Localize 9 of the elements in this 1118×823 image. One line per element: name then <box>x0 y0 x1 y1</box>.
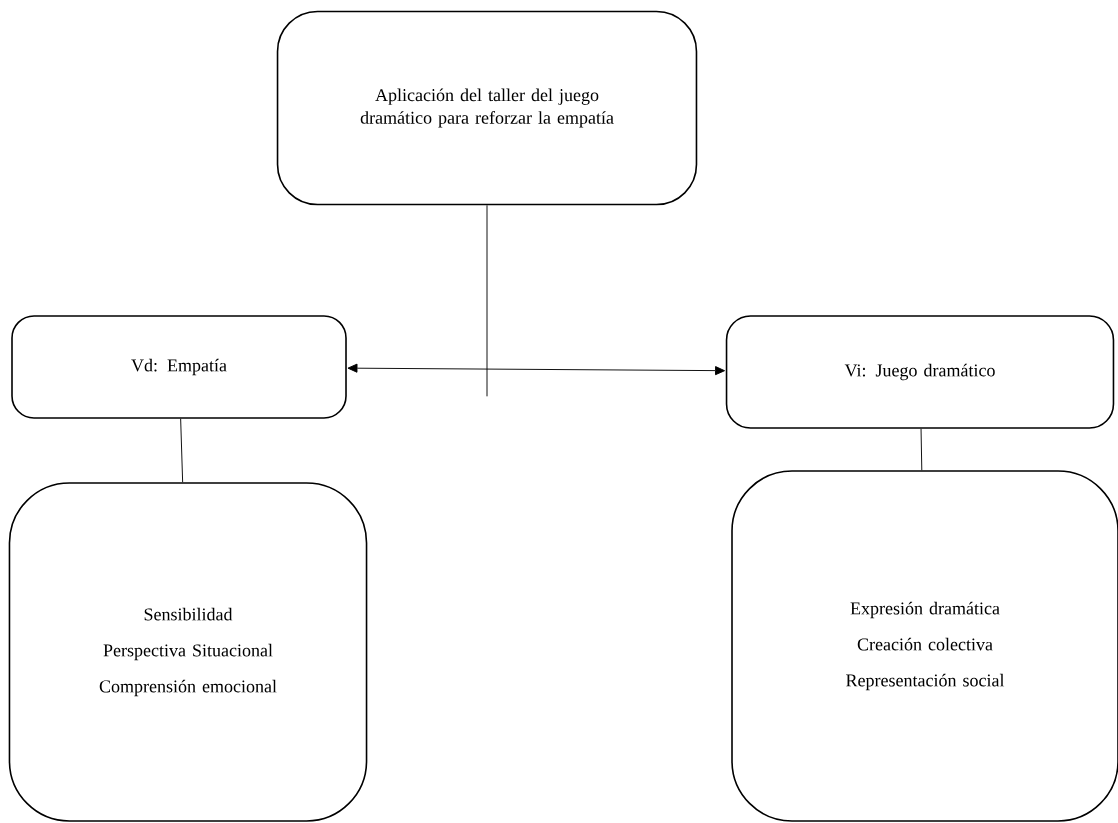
text-box: Vi: Juego dramático <box>725 315 1115 429</box>
arrow <box>347 363 726 376</box>
text-box: Aplicación del taller del juego dramático para reforzar la empatía <box>276 10 698 206</box>
connector-line <box>920 428 923 471</box>
text-box: Vd: Empatía <box>11 315 347 419</box>
text-box: Expresión dramática Creación colectiva Representación social <box>731 470 1118 822</box>
connector-line <box>180 418 184 483</box>
text-box: Sensibilidad Perspectiva Situacional Comprensión emocional <box>8 482 368 822</box>
connector-line <box>486 204 488 397</box>
